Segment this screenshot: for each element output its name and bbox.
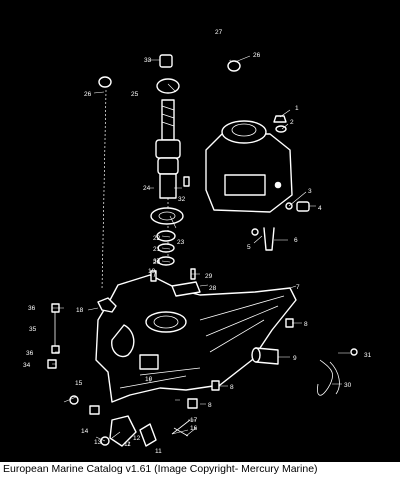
snap-ring-part <box>156 78 180 94</box>
callout-17: 17 <box>190 417 198 424</box>
callout-31: 31 <box>364 352 372 359</box>
callout-9: 9 <box>293 355 297 362</box>
drive-housing-part <box>95 274 297 403</box>
callout-7: 7 <box>296 284 300 291</box>
callout-14: 14 <box>81 428 89 435</box>
u-bolt-part <box>263 227 275 251</box>
callout-1: 1 <box>295 105 299 112</box>
set-screw-part <box>183 176 190 187</box>
bushing-part <box>89 405 100 415</box>
nut-part <box>251 228 259 236</box>
hose-axis-line <box>101 89 107 291</box>
pin-part <box>285 318 294 328</box>
callout-30: 30 <box>344 382 352 389</box>
callout-10: 10 <box>145 376 153 383</box>
bearing-part <box>150 207 184 225</box>
callout-5: 5 <box>247 244 251 251</box>
bolt-part <box>150 270 157 282</box>
callout-36b: 36 <box>26 350 34 357</box>
callout-3: 3 <box>308 188 312 195</box>
callout-8: 8 <box>304 321 308 328</box>
callout-26: 26 <box>84 91 92 98</box>
callout-2: 2 <box>290 119 294 126</box>
exploded-parts-diagram: 1 2 3 4 5 6 7 8 8 8 9 10 11 11 12 13 14 … <box>23 29 372 455</box>
caption-bar: European Marine Catalog v1.61 (Image Cop… <box>0 462 400 479</box>
callout-29: 29 <box>205 273 213 280</box>
callout-37: 37 <box>153 258 161 265</box>
callout-28: 28 <box>209 285 217 292</box>
pivot-pin-part <box>251 347 261 363</box>
callout-12: 12 <box>133 435 141 442</box>
callout-6: 6 <box>294 237 298 244</box>
callout-20: 20 <box>153 259 161 266</box>
callout-11b: 11 <box>155 448 162 455</box>
bracket-part <box>109 415 137 447</box>
plug-part <box>159 54 173 68</box>
image-caption: European Marine Catalog v1.61 (Image Cop… <box>3 463 318 475</box>
pin-part <box>211 380 220 391</box>
callout-25: 25 <box>131 91 139 98</box>
callout-26b: 26 <box>253 52 261 59</box>
plug-part <box>296 201 310 212</box>
fitting-part <box>51 345 60 354</box>
callout-22: 22 <box>153 235 161 242</box>
callout-35: 35 <box>29 326 37 333</box>
callout-13: 13 <box>94 439 102 446</box>
callout-11: 11 <box>124 441 131 448</box>
callout-21: 21 <box>153 246 161 253</box>
hose-clamp-part <box>98 76 112 88</box>
bracket-part <box>139 423 157 447</box>
callout-8b: 8 <box>230 384 234 391</box>
callout-19: 19 <box>148 268 156 275</box>
callout-36: 36 <box>28 305 36 312</box>
seal-part <box>156 230 176 242</box>
callout-8c: 8 <box>208 402 212 409</box>
callout-15: 15 <box>75 380 83 387</box>
callout-16: 16 <box>190 425 198 432</box>
hose-clamp-part <box>227 60 241 72</box>
callout-24: 24 <box>143 185 151 192</box>
callout-4: 4 <box>318 205 322 212</box>
callout-32: 32 <box>178 196 186 203</box>
bracket-part <box>97 297 117 313</box>
pin-part <box>187 398 198 409</box>
callout-18: 18 <box>76 307 84 314</box>
callout-34: 34 <box>23 362 31 369</box>
fitting-part <box>350 348 358 356</box>
link-part <box>171 281 201 297</box>
o-ring-part <box>157 256 175 266</box>
callout-23: 23 <box>177 239 185 246</box>
gear-housing-part <box>205 120 293 213</box>
shaft-assembly-part <box>155 99 181 199</box>
o-ring-part <box>157 243 175 253</box>
callout-33: 33 <box>144 57 152 64</box>
nut-part <box>69 395 79 405</box>
callout-27: 27 <box>215 29 223 36</box>
